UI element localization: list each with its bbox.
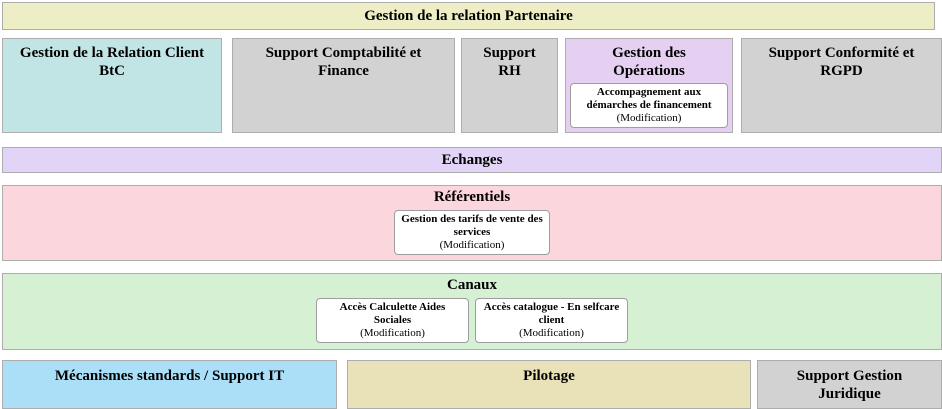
title-bar: Gestion de la relation Partenaire [2,2,935,30]
block-gestion-des-operations: Gestion des Opérations Accompagnement au… [565,38,733,133]
block-pilotage: Pilotage [347,360,751,409]
band-label: Canaux [446,277,498,293]
block-label: Support RH [483,45,536,79]
block-mecanismes-standards-support-it: Mécanismes standards / Support IT [2,360,337,409]
band-label: Echanges [441,152,503,168]
band-echanges: Echanges [2,147,942,173]
card-title: Gestion des tarifs de vente des services [401,213,543,238]
block-support-conformite-rgpd: Support Conformité et RGPD [741,38,942,133]
canaux-cards: Accès Calculette Aides Sociales (Modific… [3,298,941,343]
block-support-gestion-juridique: Support Gestion Juridique [757,360,942,409]
card-status: (Modification) [439,239,505,251]
card-title: Accès catalogue - En selfcare client [483,301,620,326]
block-label: Support Gestion Juridique [796,368,903,402]
block-support-comptabilite-finance: Support Comptabilité et Finance [232,38,455,133]
block-label: Support Comptabilité et Finance [265,45,422,79]
card-title: Accès Calculette Aides Sociales [339,301,446,326]
card-gestion-tarifs-services: Gestion des tarifs de vente des services… [394,210,550,255]
card-status: (Modification) [360,327,425,339]
block-gestion-relation-client-btc: Gestion de la Relation Client BtC [2,38,222,133]
block-support-rh: Support RH [461,38,558,133]
band-label: Référentiels [433,189,511,205]
block-label: Gestion de la Relation Client BtC [19,45,205,79]
band-canaux: Canaux Accès Calculette Aides Sociales (… [2,273,942,350]
card-status: (Modification) [519,327,584,339]
card-status: (Modification) [616,112,682,124]
block-label: Pilotage [523,368,575,384]
page-title: Gestion de la relation Partenaire [364,8,573,24]
card-acces-calculette-aides-sociales: Accès Calculette Aides Sociales (Modific… [316,298,469,343]
block-label: Gestion des Opérations [612,45,686,79]
referentiels-cards: Gestion des tarifs de vente des services… [3,210,941,255]
block-label: Mécanismes standards / Support IT [54,368,285,384]
card-title: Accompagnement aux démarches de financem… [586,86,712,111]
card-accompagnement-financement: Accompagnement aux démarches de financem… [570,83,728,128]
card-acces-catalogue-selfcare: Accès catalogue - En selfcare client (Mo… [475,298,628,343]
block-label: Support Conformité et RGPD [768,45,915,79]
band-referentiels: Référentiels Gestion des tarifs de vente… [2,185,942,261]
